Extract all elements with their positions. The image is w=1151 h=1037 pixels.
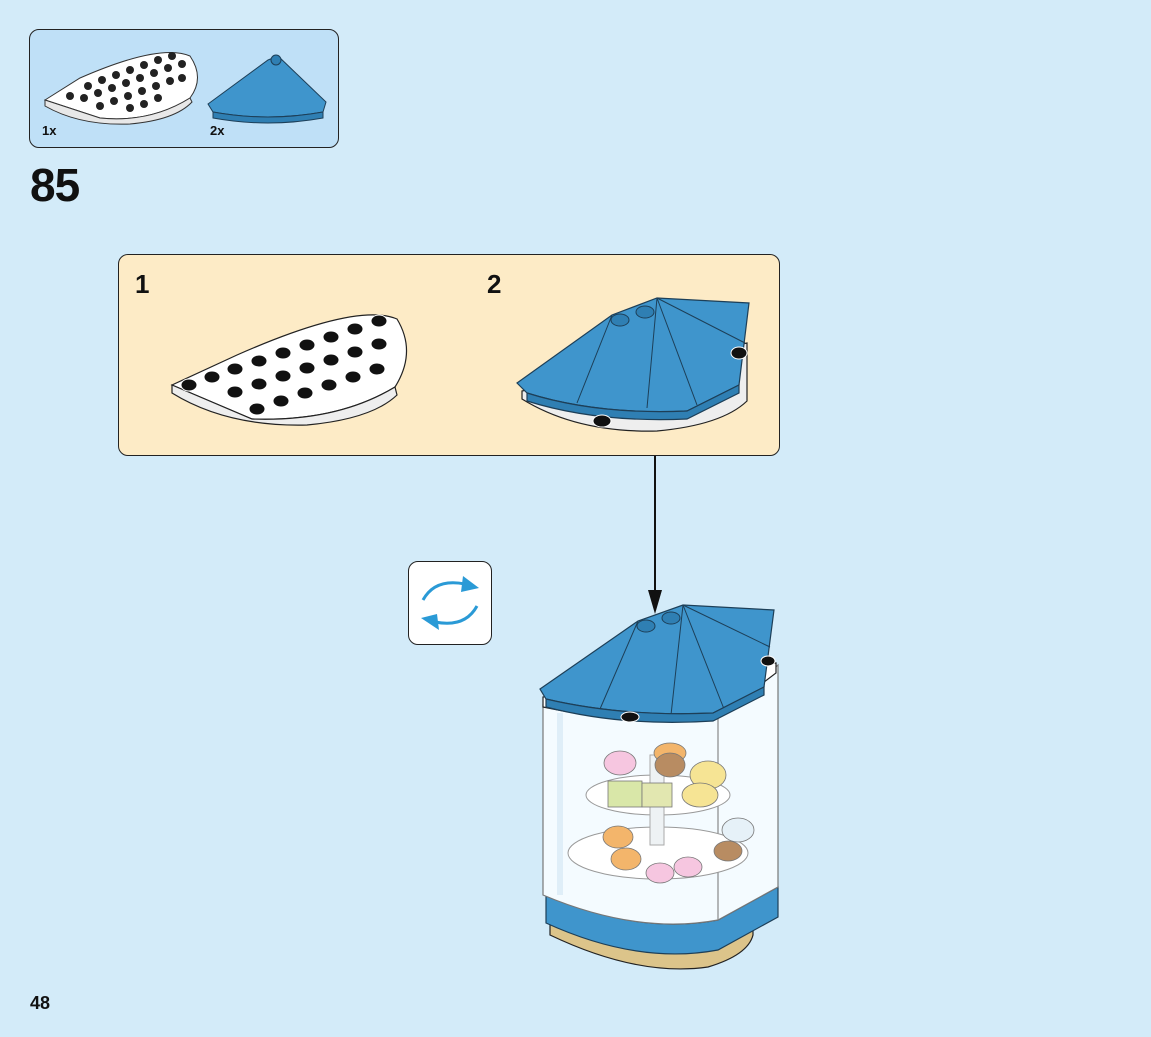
arrow-down-icon bbox=[648, 456, 662, 614]
step-number: 85 bbox=[30, 159, 80, 211]
substep-number-2: 2 bbox=[487, 269, 502, 299]
substep-box: 1 2 bbox=[118, 254, 780, 456]
rotate-model-icon bbox=[421, 576, 479, 630]
display-cabinet-model-icon bbox=[539, 604, 779, 970]
half-round-plate-icon bbox=[170, 314, 408, 426]
white-half-round-plate-icon bbox=[43, 51, 198, 125]
blue-roof-slope-icon bbox=[207, 54, 327, 124]
qty-label-1: 1x bbox=[42, 123, 57, 138]
rotate-model-box bbox=[408, 561, 492, 645]
parts-list-box: 1x 2x bbox=[29, 29, 339, 148]
roof-assembly-icon bbox=[516, 297, 750, 432]
substep-number-1: 1 bbox=[135, 269, 150, 299]
qty-label-2: 2x bbox=[210, 123, 225, 138]
page-number: 48 bbox=[30, 993, 51, 1013]
